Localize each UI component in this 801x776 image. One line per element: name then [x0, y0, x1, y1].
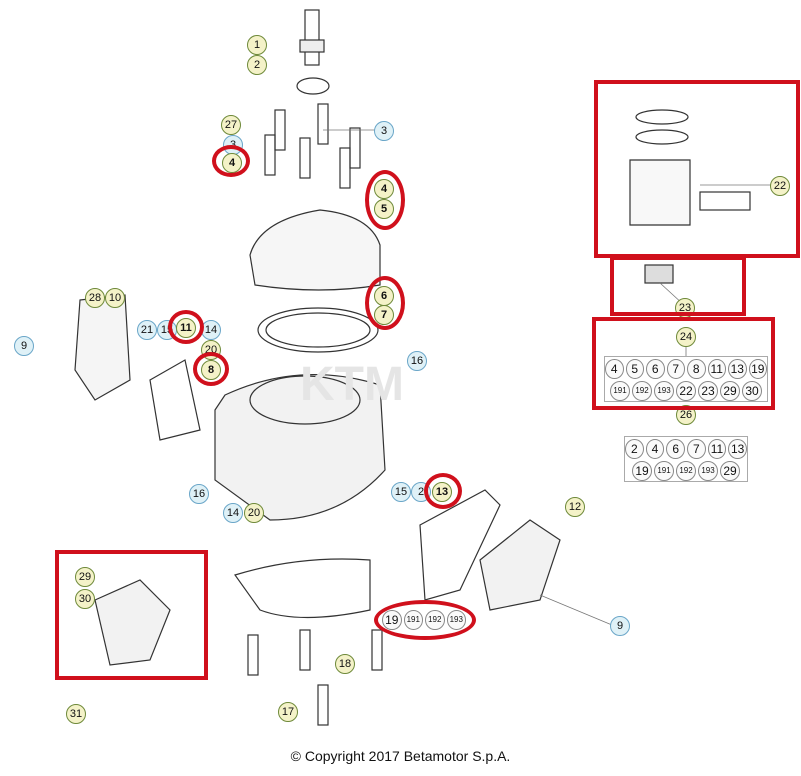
kit24-item: 8: [687, 359, 706, 379]
kit24-item: 11: [707, 359, 726, 379]
callout-22: 22: [770, 176, 790, 196]
intake-flange: [94, 579, 171, 666]
callout-26: 26: [676, 405, 696, 425]
kit26-item: 2: [624, 439, 644, 459]
callout-16-right: 16: [407, 351, 427, 371]
callout-28: 28: [85, 288, 105, 308]
callout-17: 17: [278, 702, 298, 722]
callout-18: 18: [335, 654, 355, 674]
kit26-item: 6: [666, 439, 685, 459]
highlight-piston-box: [594, 80, 800, 258]
kit24-item: 191: [610, 381, 630, 401]
callout-24: 24: [676, 327, 696, 347]
head-washer: [296, 77, 330, 95]
kit26-item: 7: [687, 439, 706, 459]
highlight-ring-8: [193, 352, 229, 386]
kit24-item: 5: [625, 359, 644, 379]
kit-24-box: 4 5 6 7 8 11 13 19 191 192 193 22 23 29 …: [604, 356, 768, 402]
callout-14-bottom: 14: [223, 503, 243, 523]
kit26-item: 191: [654, 461, 674, 481]
callout-21: 21: [137, 320, 157, 340]
kit24-item: 7: [666, 359, 685, 379]
kit26-item: 29: [720, 461, 740, 481]
highlight-ring-13: [424, 473, 462, 509]
side-gasket: [149, 359, 201, 441]
dowel-pins: [247, 629, 383, 726]
head-gasket: [257, 307, 379, 353]
highlight-ring-11: [168, 310, 204, 344]
kit24-item: 13: [728, 359, 747, 379]
callout-3-right: 3: [374, 121, 394, 141]
cylinder: [214, 374, 386, 521]
highlight-intake-box: [55, 550, 208, 680]
highlight-ring-6-7: [365, 276, 405, 330]
callout-15-right: 15: [391, 482, 411, 502]
piston-pin: [699, 191, 751, 211]
piston-ring-top: [635, 109, 689, 125]
callout-9-left: 9: [14, 336, 34, 356]
right-cover: [479, 519, 561, 611]
kit24-item: 192: [632, 381, 652, 401]
callout-14-top: 14: [201, 320, 221, 340]
kit24-item: 4: [605, 359, 624, 379]
callout-1: 1: [247, 35, 267, 55]
kit24-item: 29: [720, 381, 740, 401]
head-bolts: [264, 103, 361, 189]
kit24-item: 22: [676, 381, 696, 401]
kit24-item: 6: [646, 359, 665, 379]
callout-31: 31: [66, 704, 86, 724]
kit26-item: 13: [728, 439, 748, 459]
callout-16-left: 16: [189, 484, 209, 504]
kit24-item: 23: [698, 381, 718, 401]
right-gasket: [419, 489, 501, 601]
piston: [629, 159, 691, 226]
callout-29: 29: [75, 567, 95, 587]
callout-12: 12: [565, 497, 585, 517]
kit-26-box: 2 4 6 7 11 13 19 191 192 193 29: [624, 436, 748, 482]
needle-bearing: [644, 264, 674, 284]
callout-20-bottom: 20: [244, 503, 264, 523]
cylinder-head: [249, 209, 381, 291]
callout-27: 27: [221, 115, 241, 135]
callout-30: 30: [75, 589, 95, 609]
kit24-item: 30: [742, 381, 762, 401]
watermark: KTM: [300, 358, 404, 411]
kit26-item: 193: [698, 461, 718, 481]
callout-9-right: 9: [610, 616, 630, 636]
highlight-ring-19-group: [374, 600, 476, 640]
copyright-text: © Copyright 2017 Betamotor S.p.A.: [290, 748, 511, 764]
highlight-kit24-box: [592, 317, 775, 410]
exhaust-flange-cover: [74, 294, 131, 401]
kit26-item: 11: [707, 439, 727, 459]
spark-plug: [304, 9, 320, 66]
kit26-item: 19: [632, 461, 652, 481]
kit24-item: 193: [654, 381, 674, 401]
kit26-item: 4: [645, 439, 665, 459]
highlight-bearing-box: [610, 256, 746, 316]
kit26-item: 192: [676, 461, 696, 481]
highlight-ring-4-5: [365, 170, 405, 230]
callout-10: 10: [105, 288, 125, 308]
callout-2: 2: [247, 55, 267, 75]
highlight-ring-4-left: [212, 145, 250, 177]
base-gasket: [234, 558, 371, 619]
kit24-item: 19: [748, 359, 767, 379]
